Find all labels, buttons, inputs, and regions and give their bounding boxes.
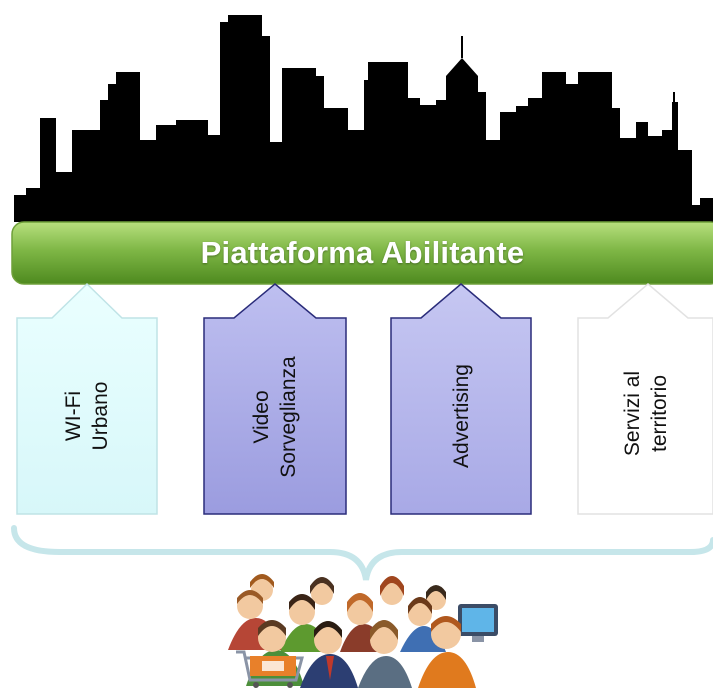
shopping-cart-icon [236, 650, 304, 688]
grouping-brace [11, 525, 713, 581]
platform-bar [11, 221, 713, 285]
video-arrow-box [203, 283, 347, 515]
advertising-arrow-box [390, 283, 532, 515]
skyline-silhouette [14, 15, 713, 222]
wifi-arrow-box [16, 282, 158, 515]
servizi-arrow-box [577, 283, 713, 515]
platform-label: Piattaforma Abilitante [200, 235, 525, 270]
monitor-icon [458, 604, 498, 642]
